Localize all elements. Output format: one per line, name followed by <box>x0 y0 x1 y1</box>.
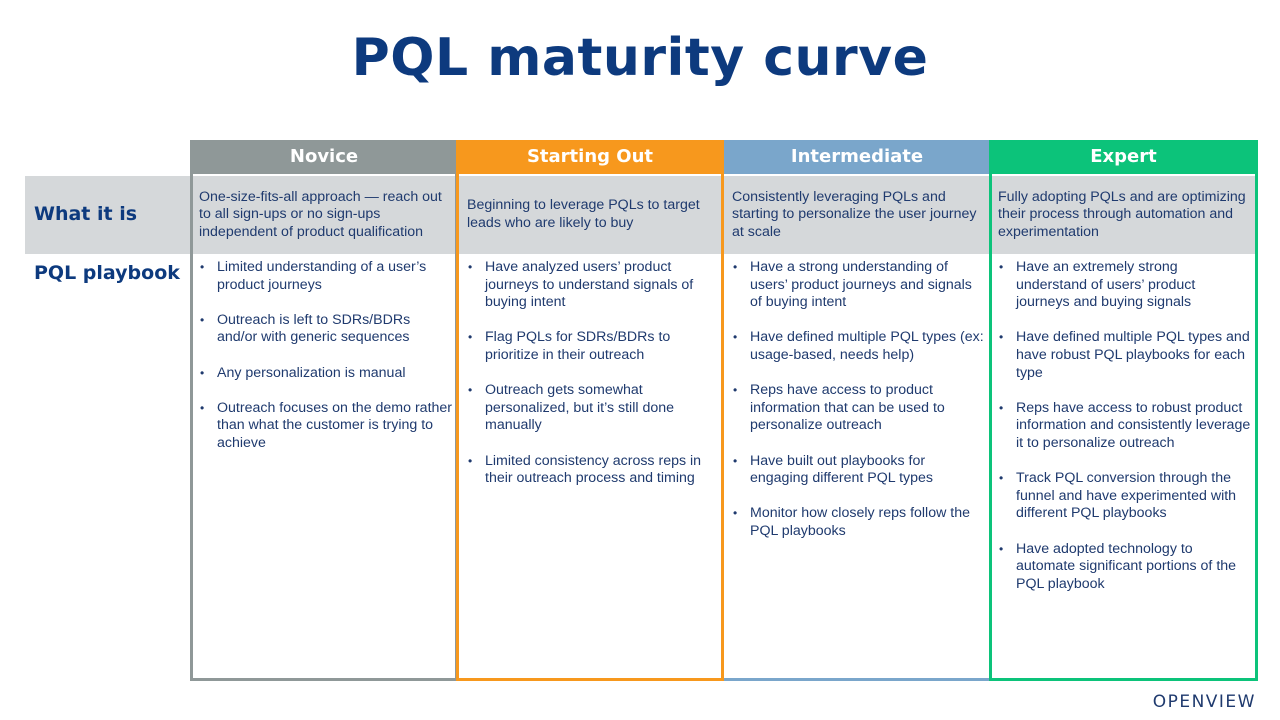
list-item: Have analyzed users’ product journeys to… <box>467 259 718 312</box>
list-item: Have a strong understanding of users’ pr… <box>732 259 985 312</box>
what-it-is-starting-out: Beginning to leverage PQLs to target lea… <box>467 197 700 231</box>
list-item: Have defined multiple PQL types and have… <box>998 329 1252 382</box>
column-expert: Expert Fully adopting PQLs and are optim… <box>989 140 1258 681</box>
playbook-list-starting-out: Have analyzed users’ product journeys to… <box>467 259 718 505</box>
list-item: Have adopted technology to automate sign… <box>998 541 1252 594</box>
column-header-starting-out: Starting Out <box>456 140 724 174</box>
column-intermediate: Intermediate Consistently leveraging PQL… <box>723 140 991 681</box>
list-item: Monitor how closely reps follow the PQL … <box>732 505 985 540</box>
slide-title: PQL maturity curve <box>351 28 929 88</box>
openview-logo: OPENVIEW <box>1152 692 1256 712</box>
playbook-list-novice: Limited understanding of a user’s produc… <box>199 259 452 470</box>
column-header-novice: Novice <box>190 140 458 174</box>
what-it-is-expert: Fully adopting PQLs and are optimizing t… <box>998 188 1246 240</box>
list-item: Have built out playbooks for engaging di… <box>732 453 985 488</box>
list-item: Limited consistency across reps in their… <box>467 453 718 488</box>
what-it-is-band <box>25 176 1258 254</box>
column-frame <box>456 140 724 681</box>
playbook-list-intermediate: Have a strong understanding of users’ pr… <box>732 259 985 558</box>
list-item: Reps have access to robust product infor… <box>998 400 1252 453</box>
list-item: Outreach gets somewhat personalized, but… <box>467 382 718 435</box>
list-item: Any personalization is manual <box>199 365 452 383</box>
list-item: Have an extremely strong understand of u… <box>998 259 1252 312</box>
column-header-expert: Expert <box>989 140 1258 174</box>
list-item: Have defined multiple PQL types (ex: usa… <box>732 329 985 364</box>
what-it-is-novice: One-size-fits-all approach — reach out t… <box>199 188 442 240</box>
list-item: Track PQL conversion through the funnel … <box>998 470 1252 523</box>
column-starting-out: Starting Out Beginning to leverage PQLs … <box>456 140 724 681</box>
row-label-pql-playbook: PQL playbook <box>34 262 180 284</box>
column-novice: Novice One-size-fits-all approach — reac… <box>190 140 458 681</box>
list-item: Outreach focuses on the demo rather than… <box>199 400 452 453</box>
list-item: Outreach is left to SDRs/BDRs and/or wit… <box>199 312 452 347</box>
what-it-is-intermediate: Consistently leveraging PQLs and startin… <box>732 188 977 240</box>
row-label-what-it-is: What it is <box>34 203 138 225</box>
list-item: Flag PQLs for SDRs/BDRs to prioritize in… <box>467 329 718 364</box>
column-header-intermediate: Intermediate <box>723 140 991 174</box>
list-item: Reps have access to product information … <box>732 382 985 435</box>
column-frame <box>723 140 991 681</box>
playbook-list-expert: Have an extremely strong understand of u… <box>998 259 1252 611</box>
column-frame <box>989 140 1258 681</box>
list-item: Limited understanding of a user’s produc… <box>199 259 452 294</box>
